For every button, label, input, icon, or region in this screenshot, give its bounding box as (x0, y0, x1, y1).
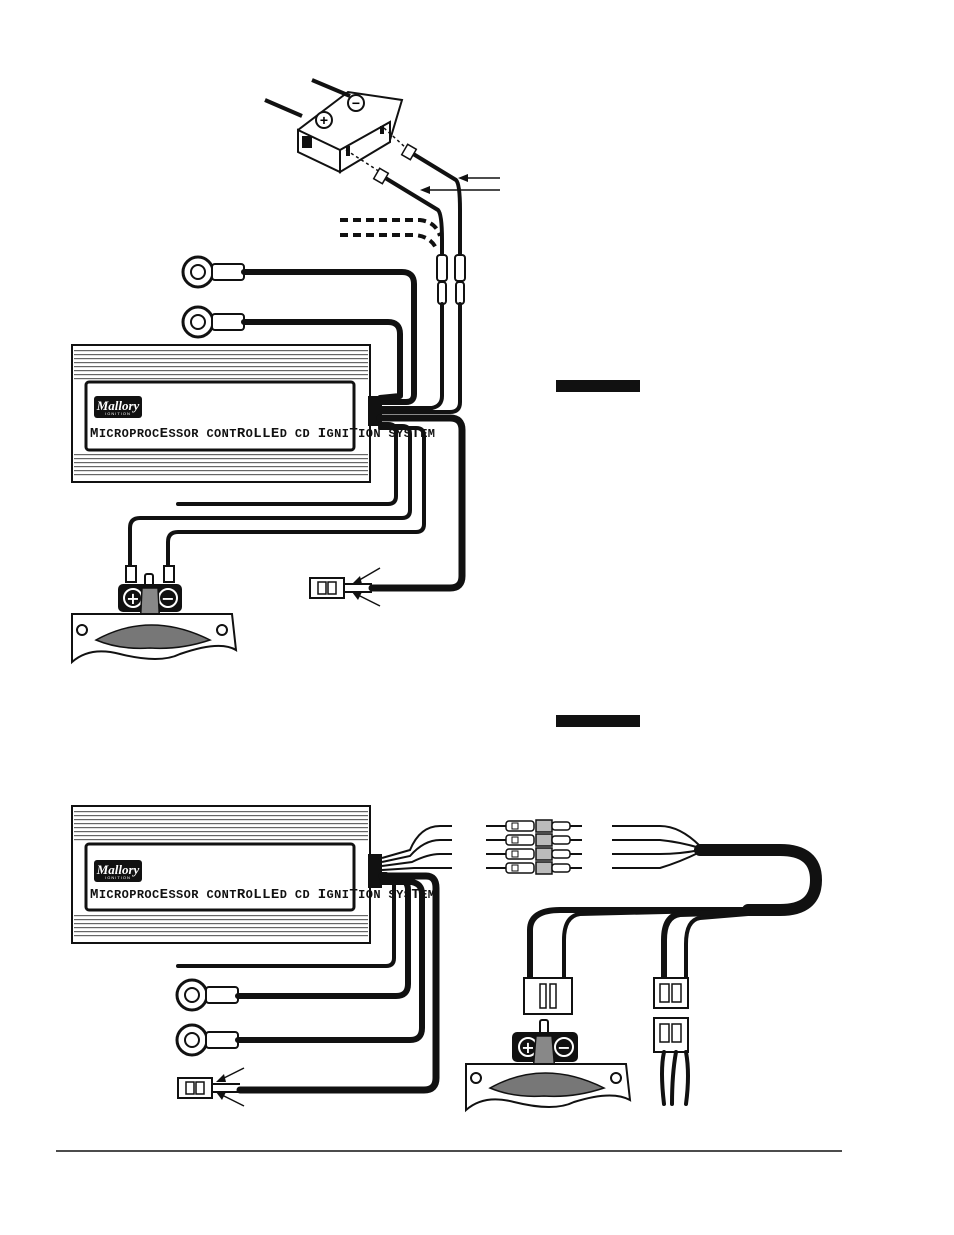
label-bar-top (556, 380, 640, 392)
coil-plug-connector (524, 978, 572, 1014)
caption-part: I (318, 887, 327, 903)
bullet-connector-pair (437, 255, 465, 304)
caption-part: LL (253, 426, 271, 442)
spade-connector (512, 865, 518, 871)
spade-connector (506, 863, 534, 873)
spade-connector (506, 835, 534, 845)
caption-part: E (160, 887, 169, 903)
coil-plus-label: + (126, 589, 139, 608)
battery-minus-label: − (352, 95, 360, 111)
caption-part: ICROPROC (99, 427, 160, 441)
spade-connector (512, 823, 518, 829)
caption-part: R (237, 426, 246, 442)
caption-part: M (90, 426, 99, 442)
coil-minus-label: − (557, 1038, 570, 1057)
caption-part: T (349, 887, 358, 903)
caption-part: O (246, 888, 254, 902)
mallory-logo-icon: Mallory IGNITION (94, 860, 142, 882)
ignition-coil-bottom: + − (466, 1020, 630, 1110)
spade-connector (536, 848, 552, 860)
label-bar-bottom (556, 715, 640, 727)
caption-part: T (349, 426, 358, 442)
caption-part: O (246, 427, 254, 441)
caption-part: D CD (280, 427, 318, 441)
coil-plus-label: + (521, 1038, 534, 1057)
caption-part: GNI (327, 427, 350, 441)
spade-connector (552, 850, 570, 858)
spade-connector (512, 851, 518, 857)
coil-minus-label: − (161, 589, 174, 608)
spade-connector (552, 822, 570, 830)
ring-terminal-3 (177, 980, 238, 1010)
pickup-connector-pair (654, 978, 688, 1052)
caption-part: M (90, 887, 99, 903)
module-caption: MICROPROCESSOR CONTROLLED CD IGNITION SY… (90, 887, 435, 903)
spade-connector (552, 864, 570, 872)
caption-part: ION SYS (358, 888, 411, 902)
caption-part: GNI (327, 888, 350, 902)
caption-part: SSOR CONT (168, 888, 236, 902)
caption-part: LL (253, 887, 271, 903)
spade-connector (536, 820, 552, 832)
ring-terminal-1 (183, 257, 244, 287)
caption-part: I (318, 426, 327, 442)
spade-connector-block (486, 820, 582, 874)
spade-connector (506, 821, 534, 831)
brand-subtitle: IGNITION (105, 411, 131, 416)
spade-connector (512, 837, 518, 843)
ring-terminal-2 (183, 307, 244, 337)
caption-part: R (237, 887, 246, 903)
small-connector-bottom (178, 1068, 244, 1106)
spade-connector (552, 836, 570, 844)
caption-part: D CD (280, 888, 318, 902)
ignition-coil-top: + − (72, 566, 236, 662)
caption-part: E (160, 426, 169, 442)
brand-subtitle: IGNITION (105, 875, 131, 880)
spade-connector (536, 862, 552, 874)
caption-part: E (271, 887, 280, 903)
battery: + − (265, 80, 402, 172)
ring-terminal-4 (177, 1025, 238, 1055)
spade-connector (506, 849, 534, 859)
caption-part: E (271, 426, 280, 442)
caption-part: SSOR CONT (168, 427, 236, 441)
spade-connector (536, 834, 552, 846)
battery-plus-label: + (320, 112, 328, 128)
ignition-module-top: Mallory IGNITION MICROPROCESSOR CONTROLL… (72, 345, 435, 482)
caption-part: ICROPROC (99, 888, 160, 902)
mallory-logo-icon: Mallory IGNITION (94, 396, 142, 418)
